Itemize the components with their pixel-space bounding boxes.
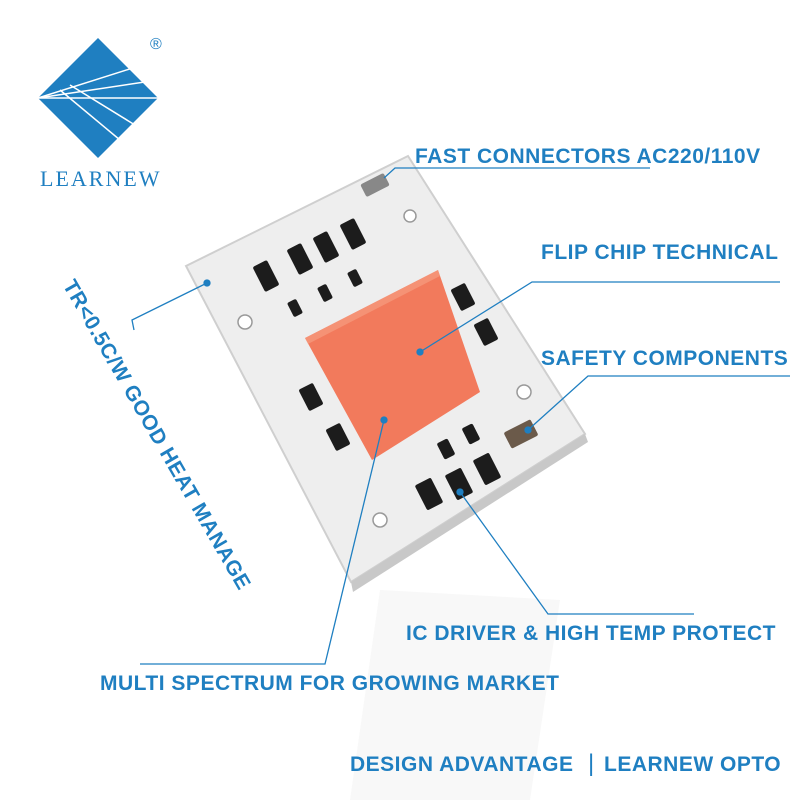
registered-mark: ® (150, 36, 162, 53)
callout-multi-spectrum: MULTI SPECTRUM FOR GROWING MARKET (100, 672, 560, 695)
callout-flip-chip: FLIP CHIP TECHNICAL (541, 241, 779, 264)
footer-separator: | (588, 750, 595, 777)
callout-lines (131, 167, 790, 665)
callout-line-ic-driver (459, 491, 694, 615)
logo-wordmark: LEARNEW (40, 166, 162, 191)
callout-ic-driver: IC DRIVER & HIGH TEMP PROTECT (406, 622, 776, 645)
learnew-logo-icon (37, 38, 159, 158)
footer-design-advantage: DESIGN ADVANTAGE (350, 753, 574, 776)
callout-line-safety (527, 375, 790, 431)
callout-safety: SAFETY COMPONENTS (541, 347, 789, 370)
footer-learnew-opto: LEARNEW OPTO (604, 753, 782, 776)
callout-line-flip-chip (419, 281, 780, 353)
callout-fast-connectors: FAST CONNECTORS AC220/110V (415, 145, 761, 168)
callout-line-heat (131, 282, 208, 331)
board-reflection (350, 590, 560, 800)
board-components (253, 218, 501, 510)
led-emitter (305, 270, 480, 460)
callout-line-multi-spectrum (140, 419, 385, 665)
callout-line-connectors (383, 167, 650, 179)
